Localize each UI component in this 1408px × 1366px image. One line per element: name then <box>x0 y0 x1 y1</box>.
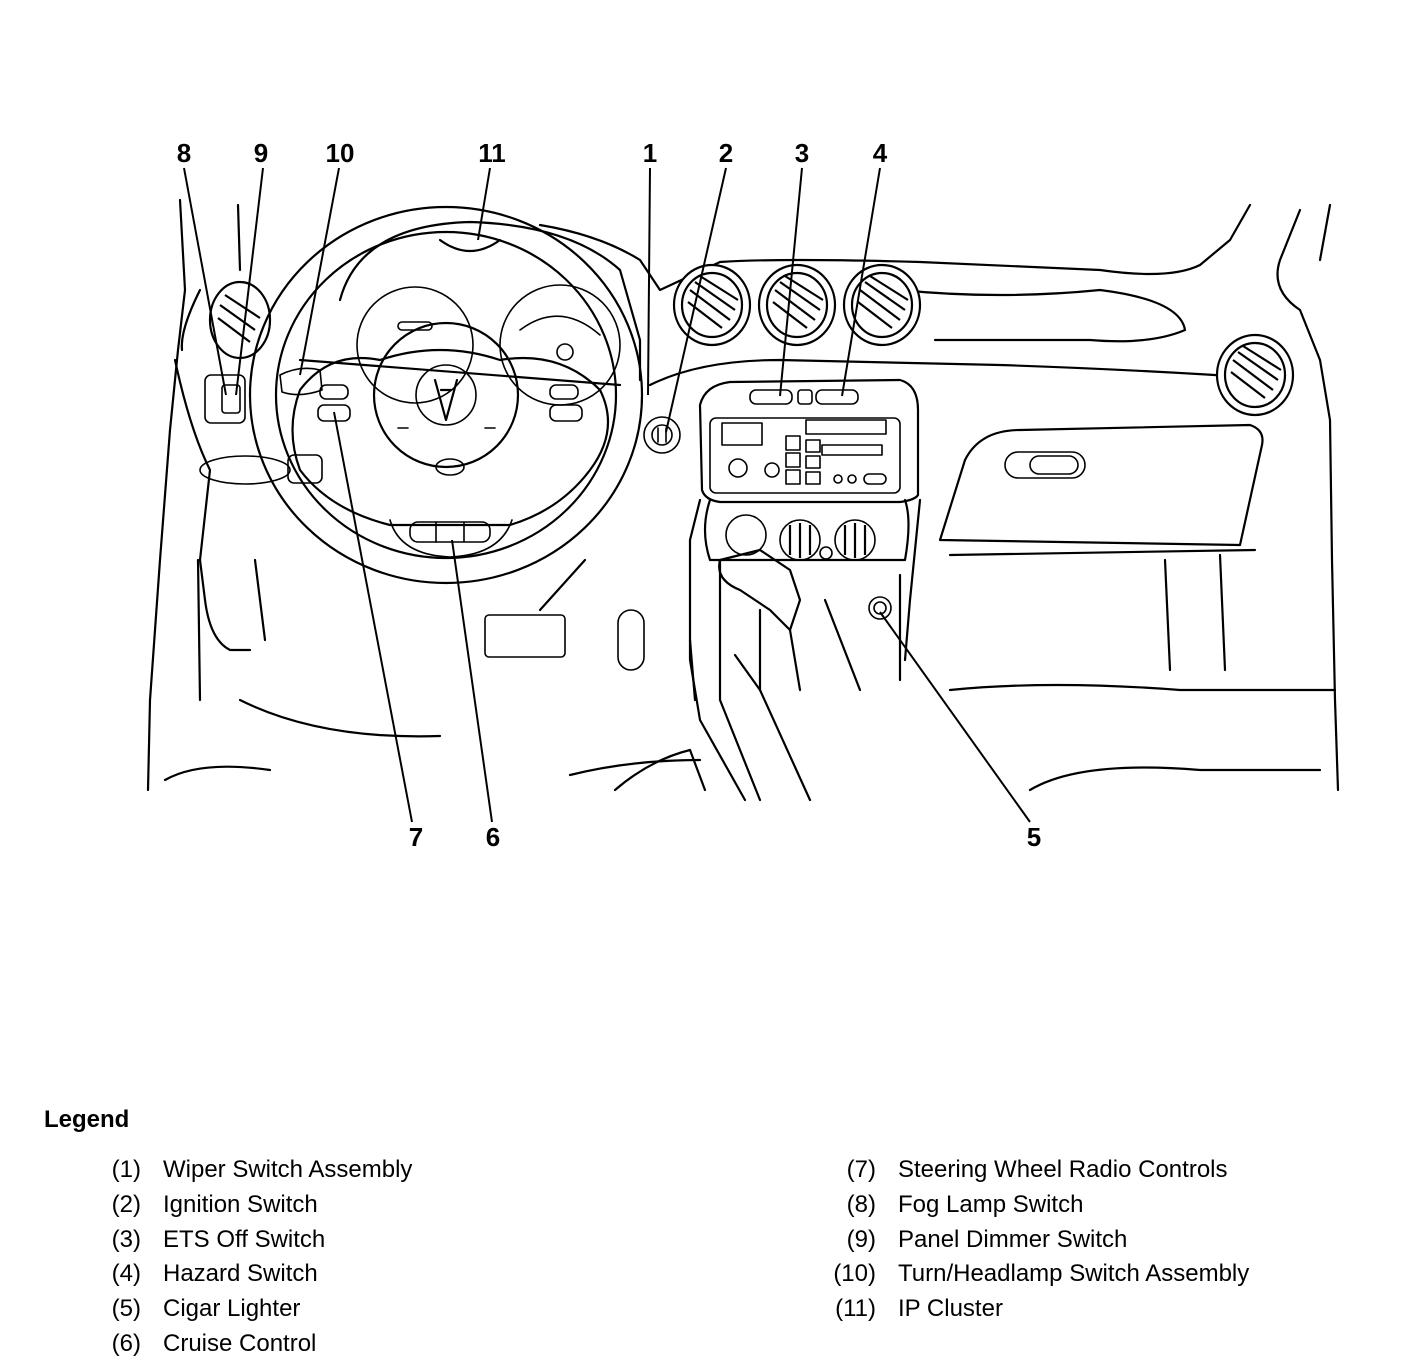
legend-item-text: Panel Dimmer Switch <box>898 1225 1128 1253</box>
legend-item-text: Steering Wheel Radio Controls <box>898 1156 1228 1183</box>
dashboard-outline <box>146 198 1340 802</box>
callout-label: 11 <box>478 138 506 168</box>
legend-item-number: (10) <box>833 1260 876 1288</box>
legend-item-number: (3) <box>111 1225 141 1253</box>
dashboard-drawing: 1 2 3 4 5 6 7 8 9 10 11 <box>146 138 1340 852</box>
legend-item-number: (6) <box>111 1329 141 1357</box>
callout-label: 10 <box>326 138 355 168</box>
legend-item-number: (8) <box>846 1190 876 1218</box>
legend-item-text: Cruise Control <box>163 1329 317 1357</box>
legend-item-text: Wiper Switch Assembly <box>163 1156 413 1183</box>
callout-label: 6 <box>486 822 500 852</box>
callout-label: 8 <box>177 138 191 168</box>
callout-label: 1 <box>643 138 657 168</box>
legend-item-text: IP Cluster <box>898 1295 1003 1323</box>
callout-label: 3 <box>795 138 809 168</box>
legend-item-number: (4) <box>111 1260 141 1288</box>
legend-item-number: (1) <box>111 1156 141 1183</box>
callout-label: 5 <box>1027 822 1041 852</box>
legend-item-text: Ignition Switch <box>163 1190 318 1218</box>
callout-labels: 1 2 3 4 5 6 7 8 9 10 11 <box>177 138 1041 852</box>
legend-item-text: Hazard Switch <box>163 1260 318 1288</box>
callout-label: 2 <box>719 138 733 168</box>
leader-lines <box>183 167 1031 823</box>
dashboard-diagram: 1 2 3 4 5 6 7 8 9 10 11 <box>146 138 1340 852</box>
callout-label: 7 <box>409 822 423 852</box>
legend-item-text: Fog Lamp Switch <box>898 1190 1084 1218</box>
steering-wheel <box>199 205 644 585</box>
air-vents <box>208 263 1295 417</box>
legend-item-number: (11) <box>835 1295 876 1323</box>
legend-item-text: Turn/Headlamp Switch Assembly <box>898 1260 1250 1288</box>
legend-item-number: (9) <box>846 1225 876 1253</box>
callout-label: 4 <box>873 138 888 168</box>
legend-item-number: (2) <box>111 1190 141 1218</box>
legend-item-number: (5) <box>111 1295 141 1323</box>
legend-title: Legend <box>44 1106 130 1133</box>
legend-item-text: ETS Off Switch <box>163 1225 326 1253</box>
legend-item-number: (7) <box>846 1156 876 1183</box>
callout-label: 9 <box>254 138 268 168</box>
legend-item-text: Cigar Lighter <box>163 1295 301 1323</box>
